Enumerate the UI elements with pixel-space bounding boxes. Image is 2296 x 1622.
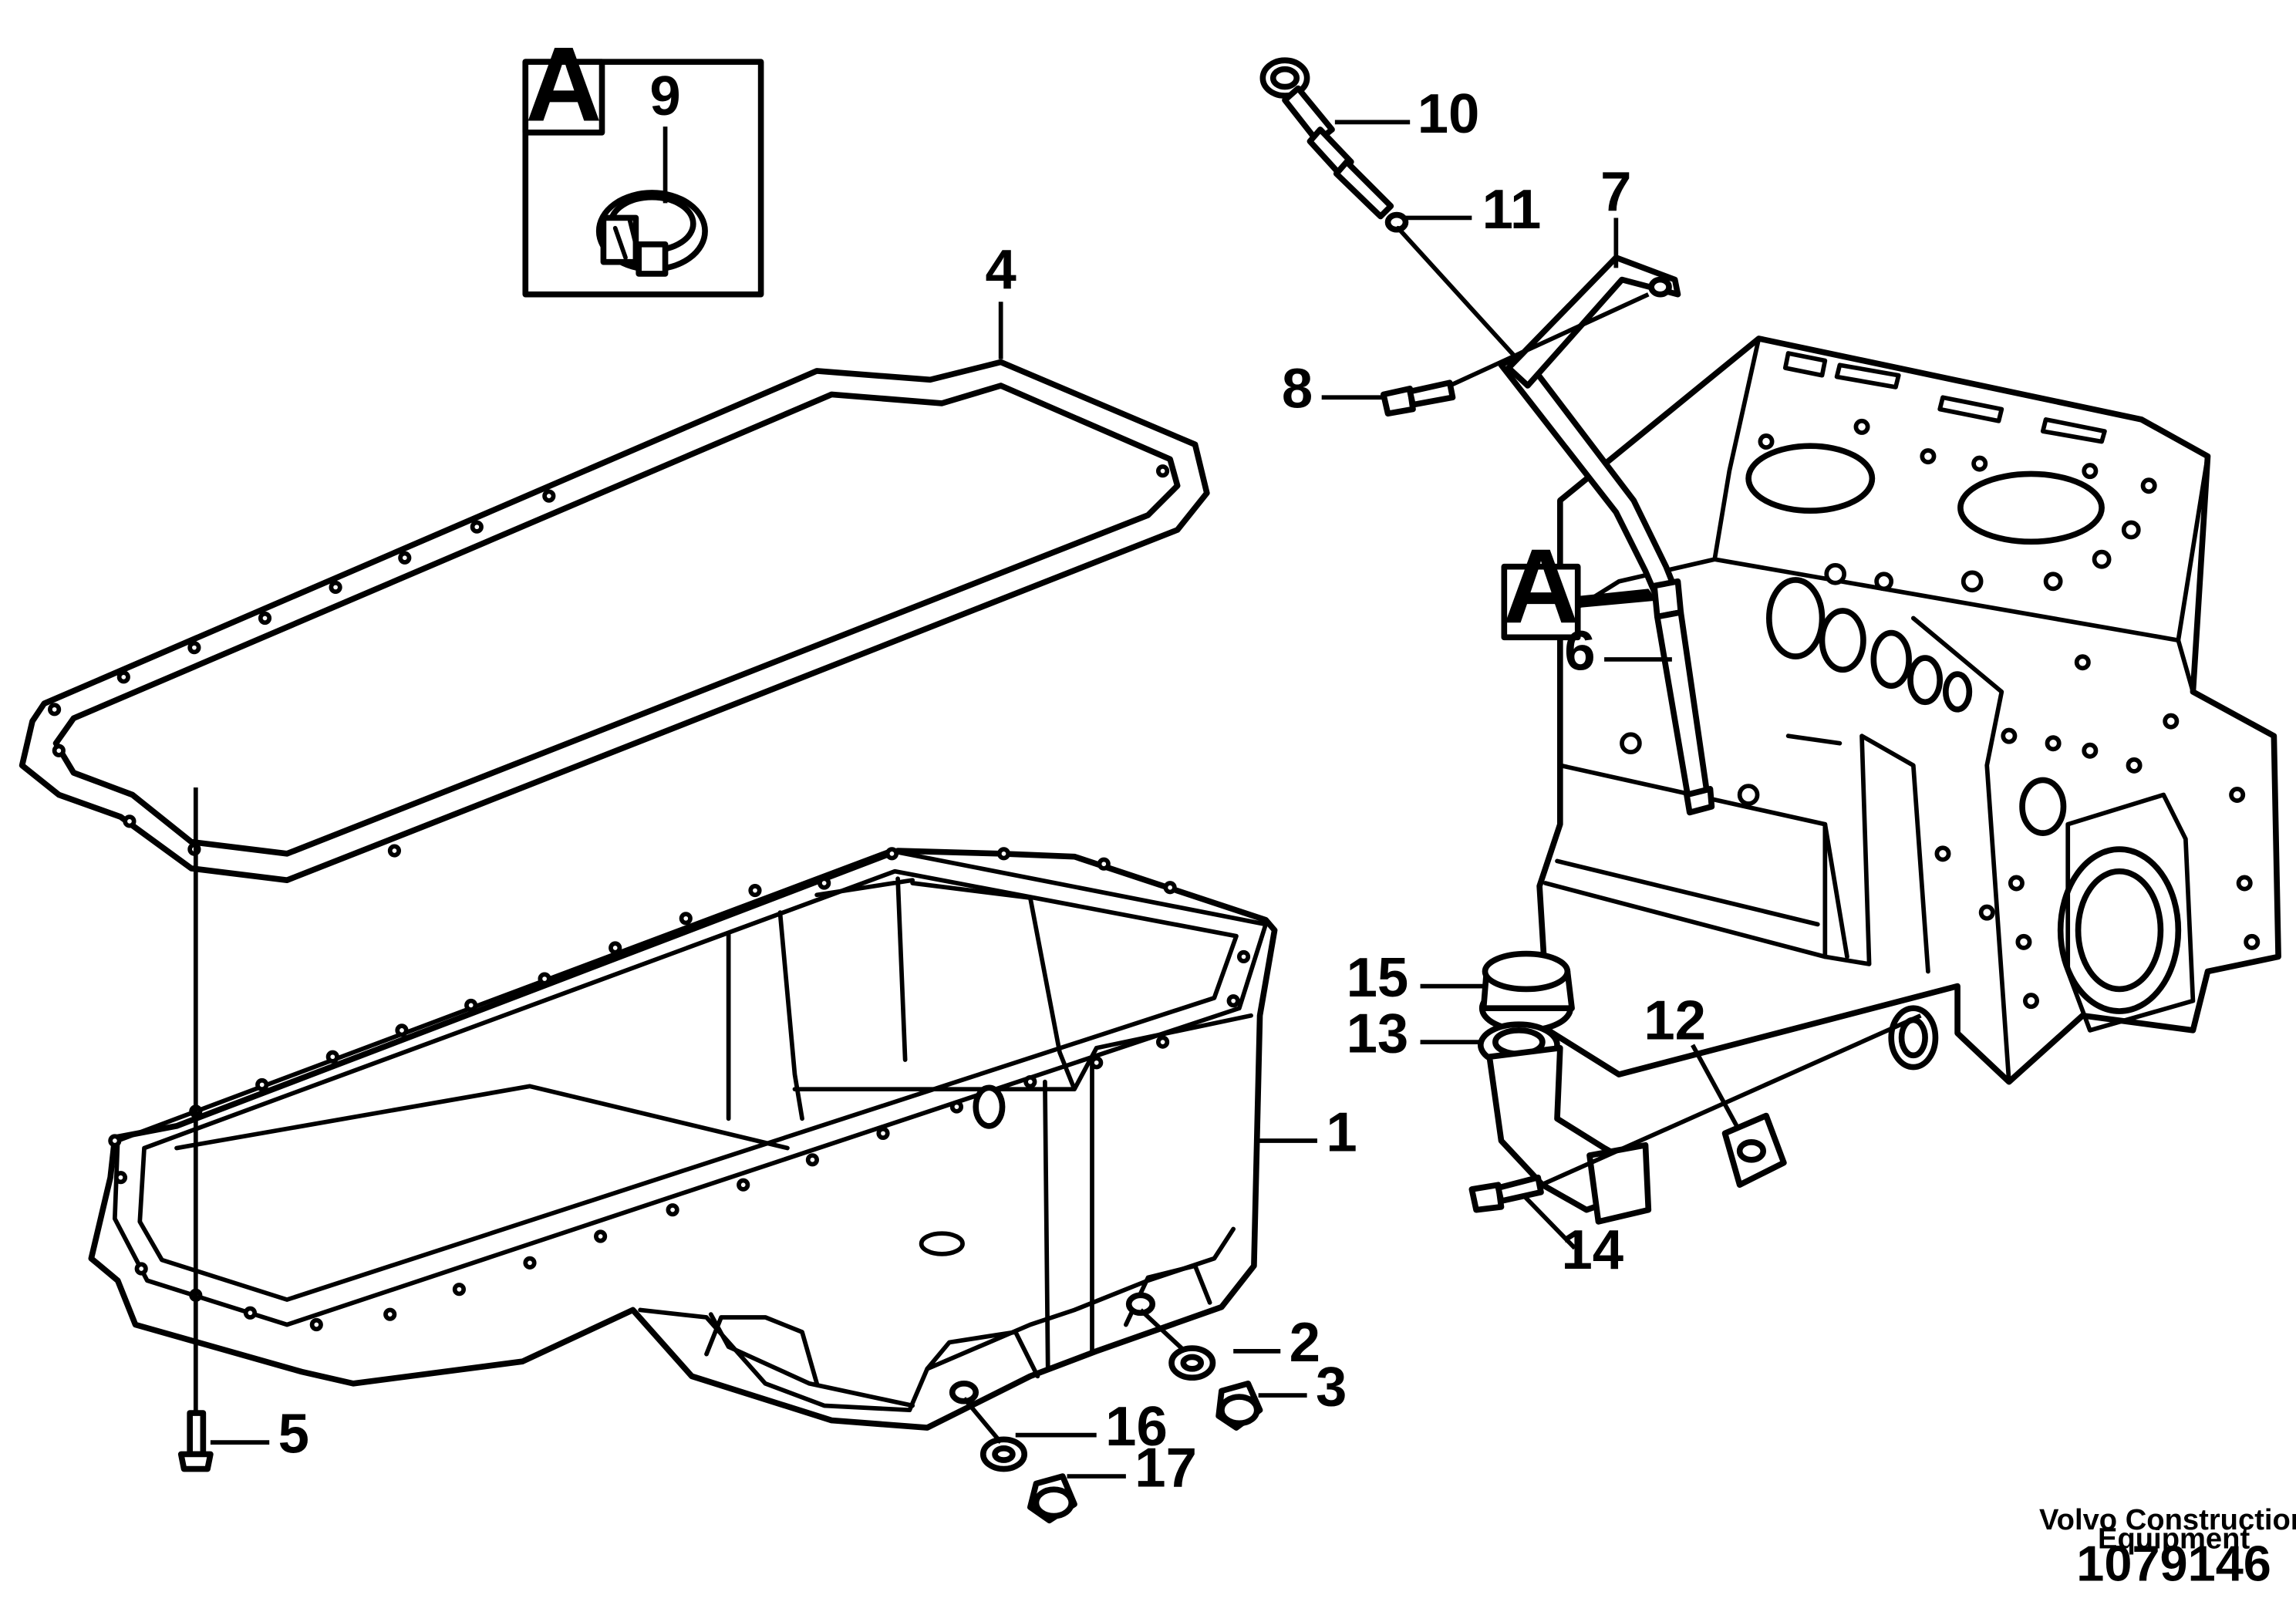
callout-4: 4 [986, 238, 1017, 301]
callout-1: 1 [1326, 1101, 1357, 1163]
callout-17: 17 [1135, 1436, 1197, 1499]
callout-10: 10 [1418, 83, 1480, 145]
document-number: 1079146 [2076, 1536, 2271, 1592]
callout-5: 5 [278, 1403, 309, 1465]
filler-pipe [1486, 1044, 1652, 1225]
filler-cap-15 [1478, 950, 1575, 1034]
callout-2: 2 [1290, 1311, 1320, 1374]
callout-16: 16 [1105, 1395, 1168, 1458]
callout-7: 7 [1600, 160, 1631, 223]
callout-9: 9 [649, 65, 680, 127]
pointer-a-label: A [1502, 528, 1579, 646]
drain-washer-16 [979, 1436, 1028, 1472]
leader-lines [210, 120, 1739, 1479]
credit-line-2: Equipment [2098, 1523, 2250, 1556]
detail-view-a: A [522, 25, 764, 298]
oil-pan-gasket [19, 359, 1210, 884]
callout-8: 8 [1282, 358, 1313, 420]
oil-pan [88, 847, 1278, 1431]
gasket-12 [1721, 1112, 1787, 1189]
bolt-8 [1381, 292, 1650, 417]
callout-numbers: 9 4 10 11 7 8 6 1 2 3 5 16 17 15 13 12 1… [278, 65, 1706, 1499]
hose-clamp [595, 190, 708, 277]
bolt-5 [177, 787, 214, 1472]
callout-11: 11 [1482, 178, 1542, 241]
dipstick-10 [1259, 57, 1394, 220]
callout-14: 14 [1561, 1219, 1623, 1281]
callout-15: 15 [1347, 946, 1409, 1009]
oil-pan-bolt-holes [108, 847, 1251, 1332]
drain-plug-17 [1027, 1473, 1077, 1524]
callout-13: 13 [1347, 1002, 1409, 1064]
engine-block [1536, 336, 2281, 1085]
credit-line-1: Volvo Construction [2039, 1503, 2296, 1536]
callout-3: 3 [1316, 1355, 1347, 1418]
bolt-14 [1468, 1013, 1922, 1213]
engine-block-small-holes [1620, 418, 2261, 1010]
pointer-a: A [1501, 528, 1657, 646]
callout-12: 12 [1644, 989, 1706, 1051]
drain-plug-3 [1215, 1381, 1263, 1431]
drain-washer-2 [1168, 1345, 1216, 1381]
publisher-credit: Volvo Construction Equipment 1079146 [2039, 1503, 2296, 1592]
detail-label: A [525, 25, 602, 143]
callout-6: 6 [1564, 619, 1595, 682]
